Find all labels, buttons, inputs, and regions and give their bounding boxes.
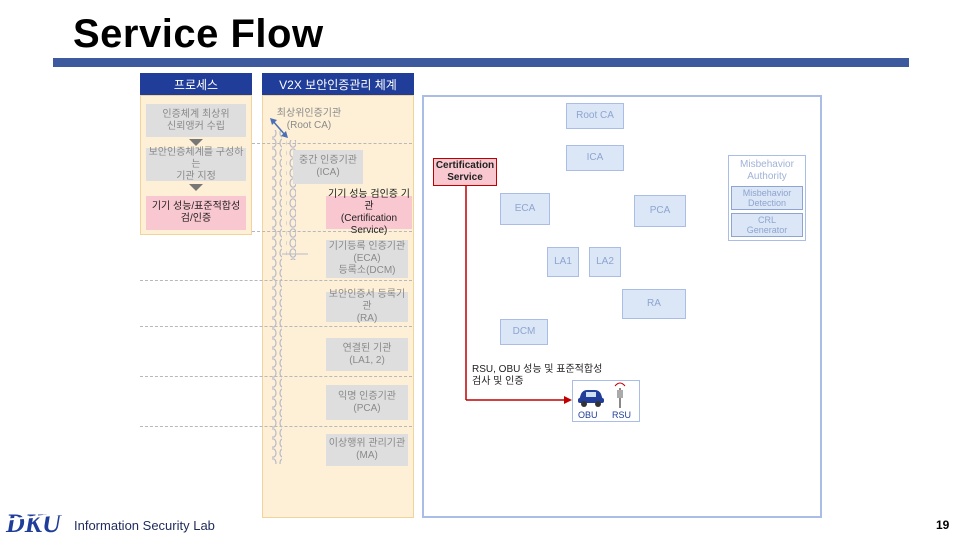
slide-title: Service Flow [73, 12, 324, 56]
node-root-ca: Root CA [566, 103, 624, 129]
org-ica: 중간 인증기관 (ICA) [293, 150, 363, 184]
title-divider [53, 58, 909, 67]
process-step-1: 인증체계 최상위 신뢰앵커 수립 [146, 104, 246, 137]
chain-connector-icon [270, 118, 308, 464]
process-step-2: 보안인증체계를 구성하는 기관 지정 [146, 147, 246, 182]
node-certification-service: Certification Service [433, 158, 497, 186]
misbehavior-authority-label: Misbehavior Authority [740, 159, 794, 182]
org-certification-service: 기기 성능 검인증 기관 (Certification Service) [326, 189, 412, 236]
guide-line [252, 231, 412, 232]
footer-lab-name: Information Security Lab [74, 518, 215, 533]
arrow-down-icon [189, 139, 203, 146]
dku-logo: DKU [4, 509, 62, 538]
arrow-down-icon [189, 184, 203, 191]
org-pca: 익명 인증기관 (PCA) [326, 385, 408, 420]
org-eca-dcm: 기기등록 인증기관 (ECA) 등록소(DCM) [326, 240, 408, 278]
rsu-tower-icon [614, 382, 626, 408]
red-arrow-connector [465, 186, 572, 404]
rsu-label: RSU [612, 410, 632, 420]
node-dcm: DCM [500, 319, 548, 345]
org-ma: 이상행위 관리기관 (MA) [326, 434, 408, 466]
org-la: 연결된 기관 (LA1, 2) [326, 338, 408, 371]
red-arrow-annotation: RSU, OBU 성능 및 표준적합성 검사 및 인증 [472, 364, 603, 387]
node-misbehavior-detection: Misbehavior Detection [731, 186, 803, 210]
node-eca: ECA [500, 193, 550, 225]
process-step-3: 기기 성능/표준적합성 검/인증 [146, 196, 246, 230]
obu-label: OBU [578, 410, 598, 420]
org-root-ca: 최상위인증기관 (Root CA) [276, 108, 342, 131]
node-la1: LA1 [547, 247, 579, 277]
node-pca: PCA [634, 195, 686, 227]
node-la2: LA2 [589, 247, 621, 277]
process-column-header: 프로세스 [140, 73, 252, 95]
node-ra: RA [622, 289, 686, 319]
guide-line [252, 143, 412, 144]
node-crl-generator: CRL Generator [731, 213, 803, 237]
page-number: 19 [936, 518, 950, 532]
node-ica: ICA [566, 145, 624, 171]
svg-text:DKU: DKU [5, 509, 62, 538]
org-ra: 보안인증서 등록기관 (RA) [326, 289, 408, 324]
car-icon [578, 390, 604, 407]
v2x-column-header: V2X 보안인증관리 체계 [262, 73, 414, 95]
